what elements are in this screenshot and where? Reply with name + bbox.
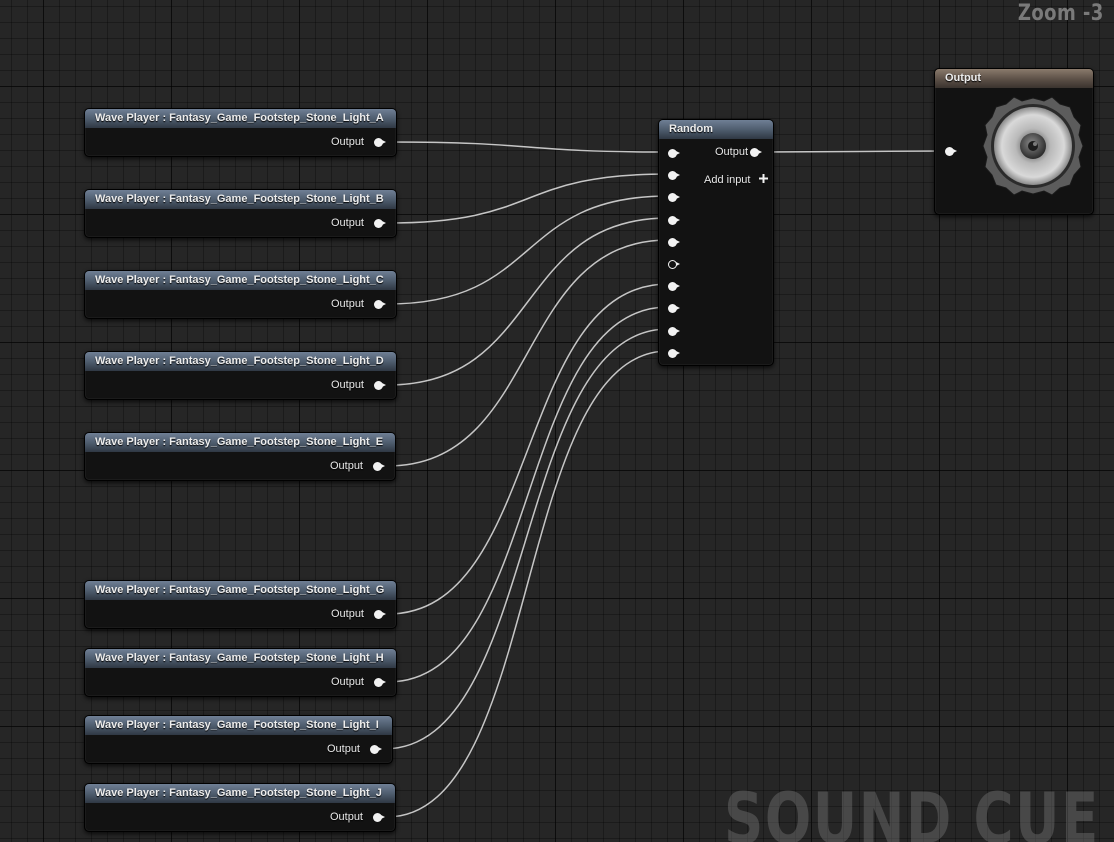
output-node[interactable]: Output <box>934 68 1094 215</box>
wave-player-output-pin[interactable] <box>374 219 386 228</box>
wave-player-output-label: Output <box>330 217 364 229</box>
wave-player-output-pin[interactable] <box>373 813 385 822</box>
wave-player-title: Wave Player : Fantasy_Game_Footstep_Ston… <box>85 352 396 371</box>
connection-wire <box>387 306 669 683</box>
wave-player-output-label: Output <box>330 136 364 148</box>
wave-player-output-pin[interactable] <box>374 138 386 147</box>
wave-player-node[interactable]: Wave Player : Fantasy_Game_Footstep_Ston… <box>84 715 393 764</box>
connection-wire <box>387 141 669 153</box>
wave-player-node[interactable]: Wave Player : Fantasy_Game_Footstep_Ston… <box>84 270 397 319</box>
random-output-pin[interactable] <box>750 148 762 157</box>
wave-player-title: Wave Player : Fantasy_Game_Footstep_Ston… <box>85 649 396 668</box>
wave-player-output-label: Output <box>329 811 363 823</box>
wave-player-output-pin[interactable] <box>374 381 386 390</box>
wave-player-output-label: Output <box>330 676 364 688</box>
wave-player-title: Wave Player : Fantasy_Game_Footstep_Ston… <box>85 109 396 128</box>
graph-origin-vertical-line <box>811 0 812 842</box>
random-input-pin[interactable] <box>668 171 680 181</box>
random-input-pin[interactable] <box>668 260 680 269</box>
plus-icon <box>758 174 768 183</box>
wave-player-output-label: Output <box>330 298 364 310</box>
wave-player-output-pin[interactable] <box>373 462 385 471</box>
wave-player-output-pin[interactable] <box>374 300 386 309</box>
wave-player-output-label: Output <box>329 460 363 472</box>
wave-player-node[interactable]: Wave Player : Fantasy_Game_Footstep_Ston… <box>84 783 396 832</box>
wave-player-output-pin[interactable] <box>374 610 386 619</box>
connection-wire <box>387 283 669 615</box>
wave-player-title: Wave Player : Fantasy_Game_Footstep_Ston… <box>85 784 395 803</box>
connection-wire <box>383 328 669 750</box>
random-node-title: Random <box>659 120 773 139</box>
add-input-label: Add input <box>704 174 751 186</box>
wave-player-title: Wave Player : Fantasy_Game_Footstep_Ston… <box>85 190 396 209</box>
output-node-input-pin[interactable] <box>945 147 957 156</box>
random-input-pin[interactable] <box>668 304 680 314</box>
wave-player-output-label: Output <box>326 743 360 755</box>
random-input-pin[interactable] <box>668 215 680 225</box>
random-input-pin[interactable] <box>668 237 680 247</box>
connection-wire <box>386 350 669 818</box>
add-input-button[interactable]: Add input <box>704 174 768 186</box>
connection-wire <box>761 150 945 153</box>
random-input-pin[interactable] <box>668 282 680 292</box>
speaker-icon <box>982 95 1084 197</box>
connection-wire <box>387 217 669 386</box>
connection-wire <box>386 239 669 467</box>
wave-player-node[interactable]: Wave Player : Fantasy_Game_Footstep_Ston… <box>84 108 397 157</box>
wave-player-output-pin[interactable] <box>370 745 382 754</box>
random-input-pin[interactable] <box>668 193 680 203</box>
wave-player-node[interactable]: Wave Player : Fantasy_Game_Footstep_Ston… <box>84 648 397 697</box>
wave-player-node[interactable]: Wave Player : Fantasy_Game_Footstep_Ston… <box>84 189 397 238</box>
sound-cue-watermark: SOUND CUE <box>724 778 1100 842</box>
connection-wire <box>387 195 669 305</box>
random-output-label: Output <box>715 146 749 158</box>
random-input-pin[interactable] <box>668 149 680 158</box>
wave-player-node[interactable]: Wave Player : Fantasy_Game_Footstep_Ston… <box>84 580 397 629</box>
wave-player-title: Wave Player : Fantasy_Game_Footstep_Ston… <box>85 716 392 735</box>
wave-player-title: Wave Player : Fantasy_Game_Footstep_Ston… <box>85 271 396 290</box>
wave-player-title: Wave Player : Fantasy_Game_Footstep_Ston… <box>85 433 395 452</box>
wave-player-output-pin[interactable] <box>374 678 386 687</box>
wave-player-node[interactable]: Wave Player : Fantasy_Game_Footstep_Ston… <box>84 432 396 481</box>
zoom-level-label: Zoom -3 <box>1018 1 1104 26</box>
wave-player-title: Wave Player : Fantasy_Game_Footstep_Ston… <box>85 581 396 600</box>
connection-wire <box>387 173 669 224</box>
wave-player-node[interactable]: Wave Player : Fantasy_Game_Footstep_Ston… <box>84 351 397 400</box>
wave-player-output-label: Output <box>330 608 364 620</box>
random-node[interactable]: Random Output Add input <box>658 119 774 366</box>
wave-player-output-label: Output <box>330 379 364 391</box>
output-node-title: Output <box>935 69 1093 88</box>
random-input-pin[interactable] <box>668 326 680 336</box>
random-input-pin[interactable] <box>668 348 680 358</box>
